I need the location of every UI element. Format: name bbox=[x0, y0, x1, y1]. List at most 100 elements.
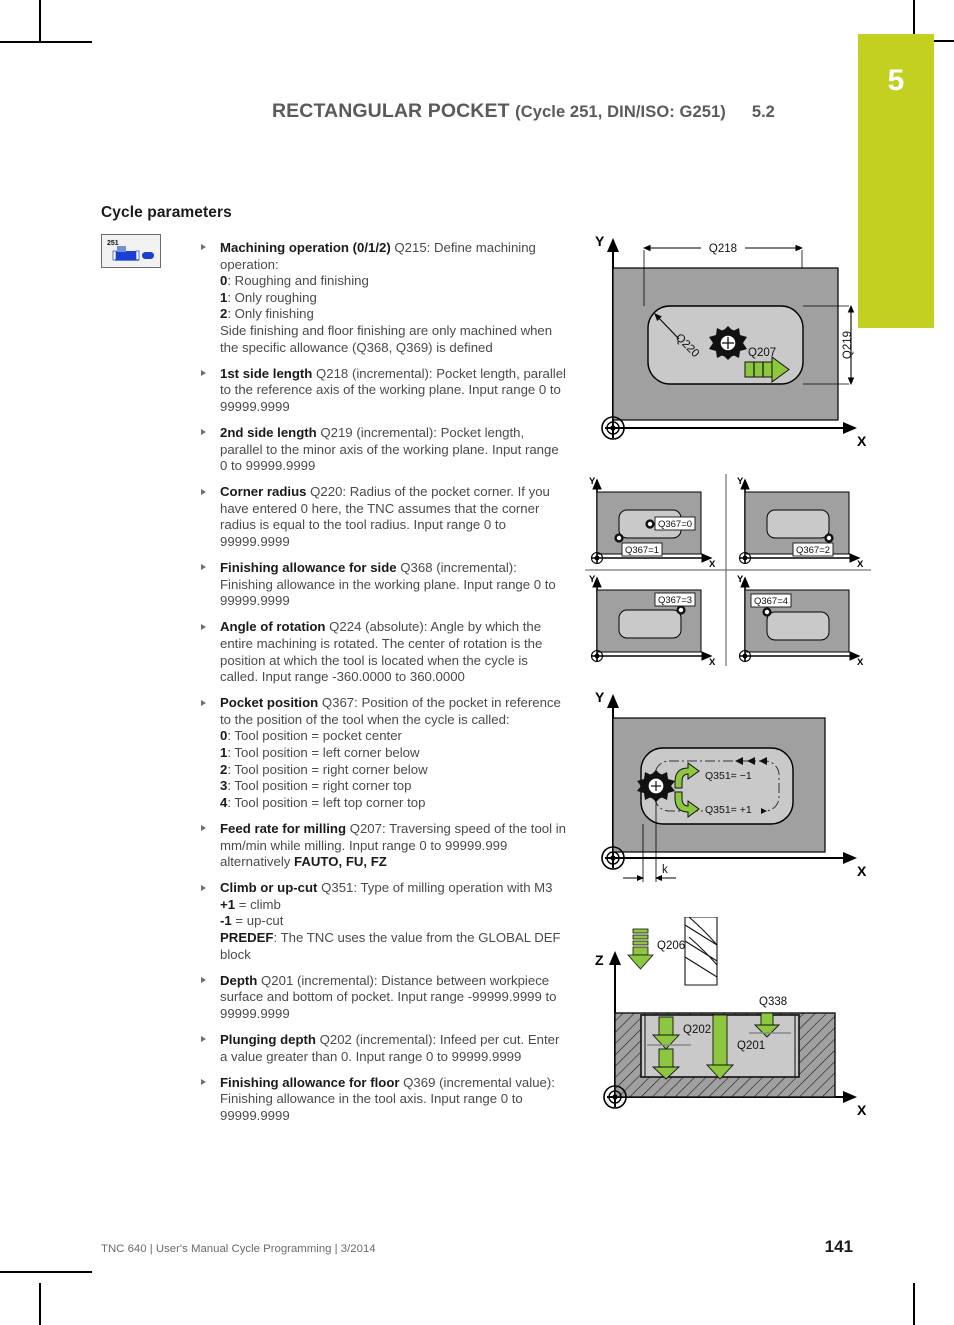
cycle-251-icon: 251 bbox=[101, 234, 161, 268]
param-option: 2: Only finishing bbox=[220, 306, 314, 322]
param-label: Finishing allowance for side bbox=[220, 560, 397, 576]
param-code: Q218 bbox=[312, 365, 349, 381]
label-q202: Q202 bbox=[683, 1024, 711, 1036]
climb-arrow-down bbox=[674, 791, 700, 818]
bullet-icon bbox=[201, 699, 206, 706]
param-label: Plunging depth bbox=[220, 1031, 316, 1047]
axis-label-x: X bbox=[857, 863, 867, 879]
param-desc: : Radius of the pocket corner. If you ha… bbox=[220, 484, 550, 549]
variant-q367-2: Y X Q367=2 bbox=[737, 476, 864, 570]
param-option: PREDEF: The TNC uses the value from the … bbox=[220, 929, 561, 962]
bullet-icon bbox=[201, 488, 206, 495]
dim-label-q218: Q218 bbox=[709, 243, 737, 255]
param-label: Climb or up-cut bbox=[220, 880, 318, 896]
bullet-icon bbox=[201, 623, 206, 630]
page-header: RECTANGULAR POCKET (Cycle 251, DIN/ISO: … bbox=[272, 100, 852, 134]
bullet-icon bbox=[201, 977, 206, 984]
axis-label-z: Z bbox=[595, 952, 604, 968]
label-q367-3: Q367=3 bbox=[658, 595, 692, 606]
cutter-symbol bbox=[709, 326, 747, 360]
variant-q367-3: Y X Q367=3 bbox=[589, 574, 716, 668]
param-q201: Depth Q201 (incremental): Distance betwe… bbox=[201, 973, 566, 1023]
param-desc: : Type of milling operation with M3 bbox=[353, 880, 553, 896]
param-code: Q369 bbox=[399, 1074, 436, 1090]
param-q218: 1st side length Q218 (incremental): Pock… bbox=[201, 366, 566, 416]
axis-label-y: Y bbox=[595, 689, 605, 705]
arrow-q201 bbox=[705, 1014, 735, 1080]
param-option: 0: Tool position = pocket center bbox=[220, 728, 402, 744]
param-code: Q368 bbox=[396, 560, 433, 576]
label-q206: Q206 bbox=[657, 940, 685, 952]
param-desc: : Define machining operation: bbox=[220, 240, 536, 272]
param-code: Q224 bbox=[325, 619, 362, 635]
cycle-parameter-list: Machining operation (0/1/2) Q215: Define… bbox=[201, 240, 566, 1124]
dim-label-q207: Q207 bbox=[748, 347, 776, 359]
section-heading: Cycle parameters bbox=[101, 204, 232, 221]
label-q367-2: Q367=2 bbox=[796, 545, 830, 556]
crop-mark-bottom-left-vertical bbox=[39, 1283, 41, 1325]
label-k: k bbox=[662, 864, 668, 876]
axis-label-y: Y bbox=[595, 233, 605, 249]
bullet-icon bbox=[201, 244, 206, 251]
chapter-tab: 5 bbox=[858, 34, 934, 328]
variant-q367-4: Y X Q367=4 bbox=[737, 574, 864, 668]
svg-text:Y: Y bbox=[737, 574, 744, 585]
chapter-tab-rule bbox=[934, 40, 954, 42]
crop-mark-top-right-vertical bbox=[913, 0, 915, 42]
param-code: Q367 bbox=[318, 695, 355, 711]
param-label: Depth bbox=[220, 972, 258, 988]
param-bold-tail: FAUTO, FU, FZ bbox=[294, 854, 387, 870]
bullet-icon bbox=[201, 1036, 206, 1043]
page-title-sub: (Cycle 251, DIN/ISO: G251) bbox=[515, 103, 726, 121]
param-code: Q351 bbox=[317, 880, 354, 896]
param-desc: (incremental): Pocket length, parallel t… bbox=[220, 365, 566, 414]
bullet-icon bbox=[201, 429, 206, 436]
param-label: Machining operation (0/1/2) bbox=[220, 240, 391, 255]
svg-text:Y: Y bbox=[589, 574, 596, 585]
footer-text: TNC 640 | User's Manual Cycle Programmin… bbox=[101, 1243, 376, 1255]
axis-label-x: X bbox=[857, 1102, 867, 1117]
label-q201: Q201 bbox=[737, 1040, 765, 1052]
param-option: 3: Tool position = right corner top bbox=[220, 778, 412, 794]
axis-label-x: X bbox=[857, 433, 867, 449]
label-q367-4: Q367=4 bbox=[754, 596, 788, 607]
crop-mark-bottom-right-vertical bbox=[913, 1283, 915, 1325]
param-desc: (incremental): Infeed per cut. Enter a v… bbox=[220, 1031, 560, 1064]
param-option: 4: Tool position = left top corner top bbox=[220, 794, 426, 810]
param-label: Corner radius bbox=[220, 484, 307, 500]
bullet-icon bbox=[201, 370, 206, 377]
svg-text:X: X bbox=[857, 559, 864, 570]
label-q351-minus: Q351= −1 bbox=[705, 770, 752, 782]
page-number: 141 bbox=[824, 1237, 853, 1256]
param-q202: Plunging depth Q202 (incremental): Infee… bbox=[201, 1032, 566, 1065]
param-label: Angle of rotation bbox=[220, 619, 326, 635]
figure-pocket-position-variants: Y X Q367=0 Q367=1 Y X bbox=[583, 472, 873, 668]
label-q367-1: Q367=1 bbox=[625, 545, 659, 556]
param-option: 0: Roughing and finishing bbox=[220, 273, 369, 289]
param-q224: Angle of rotation Q224 (absolute): Angle… bbox=[201, 619, 566, 685]
label-q338: Q338 bbox=[759, 996, 787, 1008]
end-mill-tool bbox=[684, 917, 718, 986]
param-label: 2nd side length bbox=[220, 424, 317, 440]
param-code: Q219 bbox=[316, 424, 353, 440]
feed-arrow-icon bbox=[744, 356, 790, 383]
datum-symbol bbox=[603, 1085, 627, 1109]
section-number: 5.2 bbox=[751, 103, 775, 121]
chapter-number: 5 bbox=[887, 64, 905, 97]
param-tail: Side finishing and floor finishing are o… bbox=[220, 322, 553, 355]
param-code: Q220 bbox=[306, 484, 343, 500]
param-label: Pocket position bbox=[220, 695, 319, 711]
arrow-q202 bbox=[651, 1016, 681, 1080]
param-option: 1: Only roughing bbox=[220, 289, 317, 305]
page-footer: TNC 640 | User's Manual Cycle Programmin… bbox=[101, 1237, 853, 1257]
crop-mark-top-left-vertical bbox=[39, 0, 41, 42]
param-desc: (incremental): Finishing allowance in th… bbox=[220, 560, 556, 609]
param-label: 1st side length bbox=[220, 365, 313, 381]
label-q351-plus: Q351= +1 bbox=[705, 804, 752, 816]
content-column: Cycle parameters 251 Machining operation… bbox=[101, 204, 566, 1134]
param-q351: Climb or up-cut Q351: Type of milling op… bbox=[201, 880, 566, 963]
dim-label-q219: Q219 bbox=[842, 331, 854, 359]
crop-mark-bottom-left-horizontal bbox=[0, 1271, 92, 1273]
param-desc: (incremental): Pocket length, parallel t… bbox=[220, 424, 559, 474]
svg-text:251: 251 bbox=[107, 240, 119, 247]
